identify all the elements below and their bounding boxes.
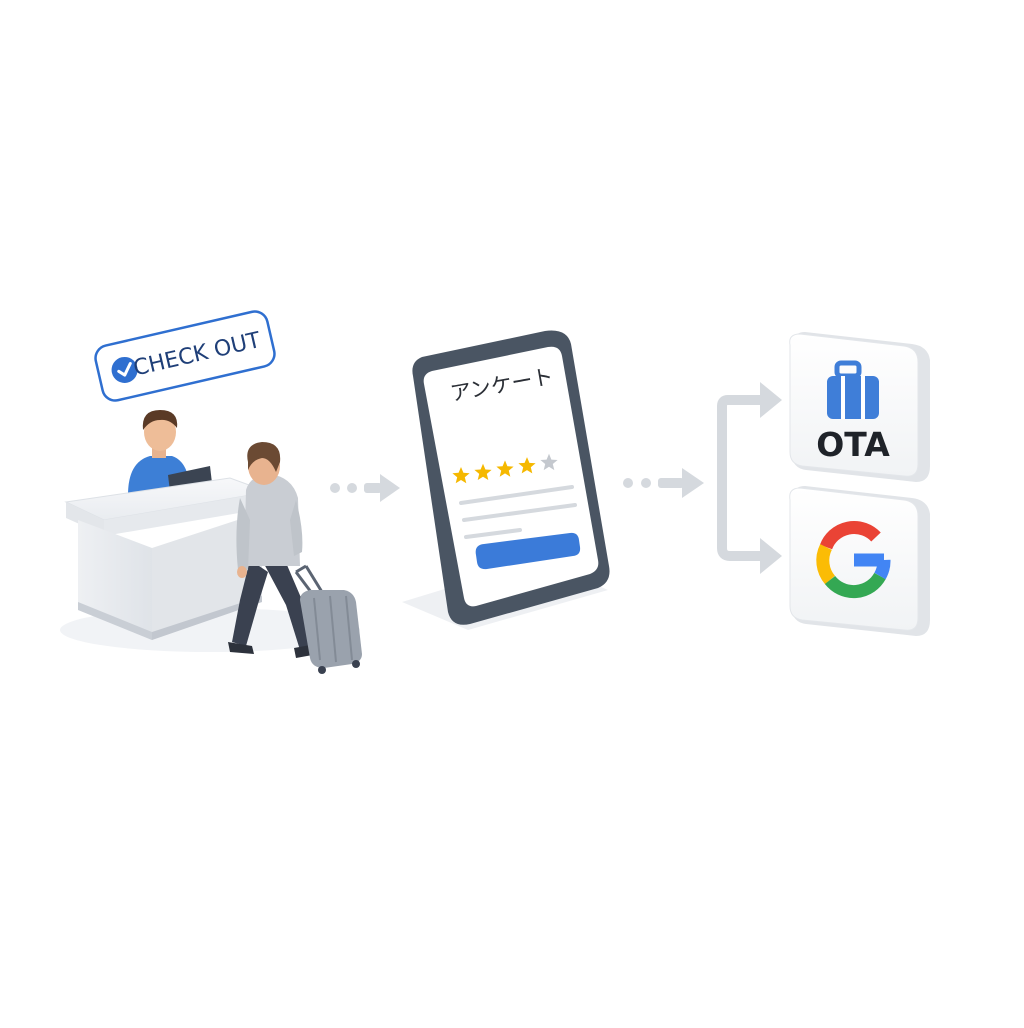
rating-stars bbox=[452, 453, 558, 484]
check-circle-icon bbox=[111, 356, 138, 383]
flow-arrow-2 bbox=[623, 468, 704, 498]
star-filled-icon[interactable] bbox=[474, 463, 492, 480]
star-empty-icon[interactable] bbox=[540, 453, 558, 471]
survey-tablet: アンケート bbox=[402, 330, 610, 630]
google-tile bbox=[789, 486, 930, 636]
star-filled-icon[interactable] bbox=[452, 467, 470, 484]
branch-connector bbox=[717, 382, 782, 574]
reception-desk bbox=[64, 477, 270, 640]
ota-tile: OTA bbox=[789, 332, 930, 482]
flow-arrow-1 bbox=[330, 474, 400, 502]
star-filled-icon[interactable] bbox=[518, 457, 536, 474]
submit-button[interactable] bbox=[475, 532, 581, 570]
star-filled-icon[interactable] bbox=[496, 460, 514, 477]
suitcase-icon bbox=[827, 360, 879, 419]
branch-arrow-ota bbox=[760, 382, 782, 418]
reception-scene: CHECK OUT bbox=[60, 310, 362, 674]
guest-with-luggage bbox=[228, 442, 362, 674]
checkout-badge: CHECK OUT bbox=[94, 310, 276, 402]
survey-text-lines bbox=[459, 485, 577, 539]
branch-arrow-google bbox=[760, 538, 782, 574]
ota-label: OTA bbox=[816, 425, 890, 464]
google-logo-icon bbox=[816, 521, 891, 599]
checkout-badge-frame bbox=[94, 310, 276, 402]
suitcase bbox=[294, 564, 362, 674]
